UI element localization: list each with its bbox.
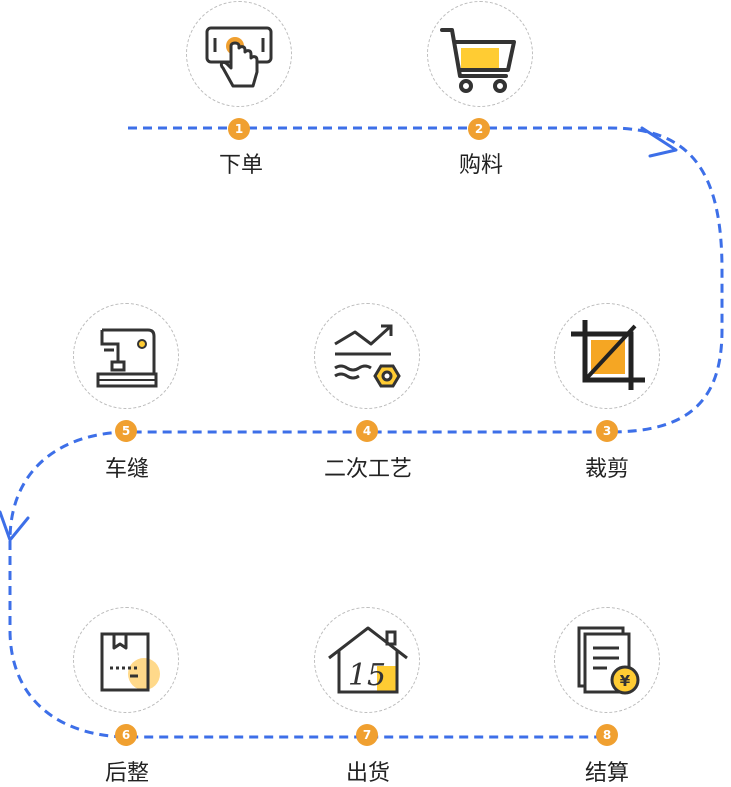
step-label: 二次工艺 bbox=[323, 457, 412, 482]
svg-text:¥: ¥ bbox=[620, 672, 631, 690]
step-label: 后整 bbox=[104, 761, 149, 786]
step-number-badge: 3 bbox=[596, 420, 618, 442]
step-number-badge: 8 bbox=[596, 724, 618, 746]
icon-circle bbox=[314, 303, 420, 409]
sewing-machine-icon bbox=[96, 328, 158, 388]
smartphone-tap-icon bbox=[205, 26, 273, 88]
icon-circle: ¥ bbox=[554, 607, 660, 713]
icon-circle bbox=[427, 1, 533, 107]
step-label: 购料 bbox=[458, 153, 503, 178]
warehouse-house-icon: 15 bbox=[328, 626, 408, 694]
svg-text:15: 15 bbox=[348, 658, 386, 693]
invoice-yuan-icon: ¥ bbox=[577, 626, 640, 695]
step-number-badge: 1 bbox=[228, 118, 250, 140]
arrowhead-right-icon bbox=[640, 126, 678, 158]
step-label: 结算 bbox=[584, 761, 629, 786]
icon-circle bbox=[554, 303, 660, 409]
crop-icon bbox=[571, 320, 645, 390]
step-label: 出货 bbox=[345, 761, 390, 786]
icon-circle bbox=[73, 303, 179, 409]
process-trend-icon bbox=[334, 324, 401, 388]
package-box-icon bbox=[100, 632, 160, 692]
step-number-badge: 7 bbox=[356, 724, 378, 746]
step-number-badge: 5 bbox=[115, 420, 137, 442]
step-number-badge: 4 bbox=[356, 420, 378, 442]
icon-circle: 15 bbox=[314, 607, 420, 713]
shopping-cart-icon bbox=[440, 28, 516, 93]
icon-circle bbox=[186, 1, 292, 107]
step-label: 裁剪 bbox=[584, 457, 629, 482]
flow-line bbox=[8, 126, 724, 739]
step-number-badge: 2 bbox=[468, 118, 490, 140]
arrowhead-down-icon bbox=[0, 510, 30, 542]
step-number-badge: 6 bbox=[115, 724, 137, 746]
icon-circle bbox=[73, 607, 179, 713]
step-label: 车缝 bbox=[104, 457, 149, 482]
step-label: 下单 bbox=[218, 153, 263, 178]
